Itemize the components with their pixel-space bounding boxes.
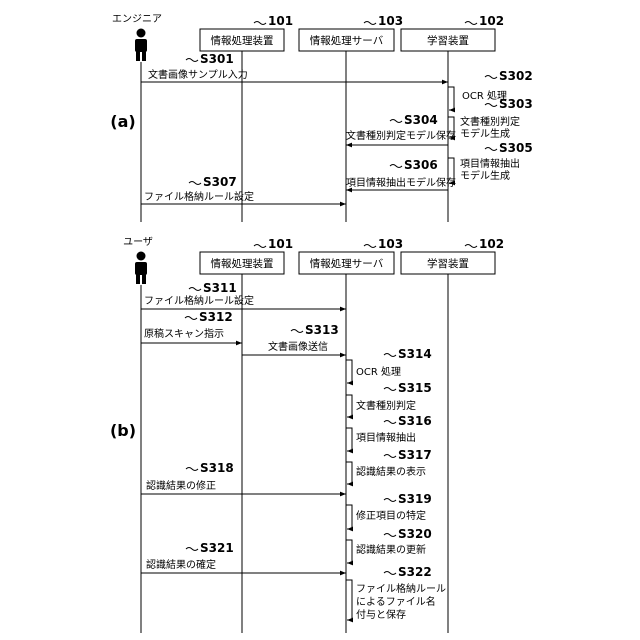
s322-id: S322 bbox=[398, 565, 432, 579]
a-p102-ref: 102 bbox=[479, 14, 504, 28]
s304-label: 文書種別判定モデル保存 bbox=[346, 129, 456, 142]
s305-ref-mark bbox=[485, 148, 497, 151]
s320-ref-mark bbox=[384, 534, 396, 537]
s318-id: S318 bbox=[200, 461, 234, 475]
b-p102-label: 学習装置 bbox=[427, 257, 469, 270]
s317-id: S317 bbox=[398, 448, 432, 462]
s312-id: S312 bbox=[199, 310, 233, 324]
s320-label: 認識結果の更新 bbox=[356, 543, 426, 556]
s316-ref-mark bbox=[384, 421, 396, 424]
a-p101-ref-mark bbox=[254, 22, 266, 25]
s302-id: S302 bbox=[499, 69, 533, 83]
s311-ref-mark bbox=[189, 288, 201, 291]
s303-label: モデル生成 bbox=[460, 127, 510, 140]
actor-engineer-icon bbox=[135, 29, 147, 62]
s321-label: 認識結果の確定 bbox=[146, 558, 216, 571]
s317-ref-mark bbox=[384, 455, 396, 458]
s322-label: 付与と保存 bbox=[356, 608, 406, 621]
s319-loop bbox=[346, 505, 352, 529]
s306-id: S306 bbox=[404, 158, 438, 172]
s314-id: S314 bbox=[398, 347, 432, 361]
s307-label: ファイル格納ルール設定 bbox=[144, 190, 254, 203]
a-p101-label: 情報処理装置 bbox=[211, 34, 274, 47]
s304-id: S304 bbox=[404, 113, 438, 127]
s317-loop bbox=[346, 462, 352, 484]
s317-label: 認識結果の表示 bbox=[356, 465, 426, 478]
b-p102-ref-mark bbox=[465, 245, 477, 248]
s313-ref-mark bbox=[291, 330, 303, 333]
s311-label: ファイル格納ルール設定 bbox=[144, 294, 254, 307]
actor-user-label: ユーザ bbox=[123, 236, 153, 248]
s315-label: 文書種別判定 bbox=[356, 399, 416, 412]
b-p101-ref-mark bbox=[254, 245, 266, 248]
actor-engineer-label: エンジニア bbox=[112, 14, 162, 25]
b-p101-ref: 101 bbox=[268, 237, 293, 251]
s301-ref-mark bbox=[186, 59, 198, 62]
s322-loop bbox=[346, 580, 352, 620]
s314-label: OCR 処理 bbox=[356, 365, 401, 378]
s319-label: 修正項目の特定 bbox=[356, 509, 426, 522]
panel-a-label: (a) bbox=[110, 112, 135, 131]
a-p101-ref: 101 bbox=[268, 14, 293, 28]
s316-label: 項目情報抽出 bbox=[356, 431, 416, 444]
s307-id: S307 bbox=[203, 175, 237, 189]
s303-id: S303 bbox=[499, 97, 533, 111]
s301-id: S301 bbox=[200, 52, 234, 66]
s303-ref-mark bbox=[485, 104, 497, 107]
s318-ref-mark bbox=[186, 468, 198, 471]
s305-label: 項目情報抽出 bbox=[460, 157, 520, 170]
a-p103-ref: 103 bbox=[378, 14, 403, 28]
s306-label: 項目情報抽出モデル保存 bbox=[346, 176, 456, 189]
s315-id: S315 bbox=[398, 381, 432, 395]
b-p103-label: 情報処理サーバ bbox=[310, 257, 384, 270]
s302-ref-mark bbox=[485, 76, 497, 79]
s313-label: 文書画像送信 bbox=[268, 340, 328, 353]
s321-id: S321 bbox=[200, 541, 234, 555]
b-p103-ref-mark bbox=[364, 245, 376, 248]
s302-loop bbox=[448, 87, 454, 110]
s314-ref-mark bbox=[384, 354, 396, 357]
s319-id: S319 bbox=[398, 492, 432, 506]
a-p102-ref-mark bbox=[465, 22, 477, 25]
s316-id: S316 bbox=[398, 414, 432, 428]
a-p103-label: 情報処理サーバ bbox=[310, 34, 384, 47]
s322-ref-mark bbox=[384, 572, 396, 575]
s312-label: 原稿スキャン指示 bbox=[144, 327, 224, 340]
s315-ref-mark bbox=[384, 388, 396, 391]
s314-loop bbox=[346, 360, 352, 383]
panel-b-label: (b) bbox=[110, 421, 136, 440]
s320-loop bbox=[346, 540, 352, 563]
s307-ref-mark bbox=[189, 182, 201, 185]
s315-loop bbox=[346, 395, 352, 417]
s320-id: S320 bbox=[398, 527, 432, 541]
s313-id: S313 bbox=[305, 323, 339, 337]
s321-ref-mark bbox=[186, 548, 198, 551]
s316-loop bbox=[346, 428, 352, 451]
s306-ref-mark bbox=[390, 165, 402, 168]
s303-label: 文書種別判定 bbox=[460, 115, 520, 128]
a-p103-ref-mark bbox=[364, 22, 376, 25]
b-p103-ref: 103 bbox=[378, 237, 403, 251]
s322-label: によるファイル名 bbox=[356, 595, 436, 608]
a-p102-label: 学習装置 bbox=[427, 34, 469, 47]
s322-label: ファイル格納ルール bbox=[356, 582, 446, 595]
b-p101-label: 情報処理装置 bbox=[211, 257, 274, 270]
s312-ref-mark bbox=[185, 317, 197, 320]
s304-ref-mark bbox=[390, 120, 402, 123]
s311-id: S311 bbox=[203, 281, 237, 295]
actor-user-icon bbox=[135, 252, 147, 285]
s305-label: モデル生成 bbox=[460, 169, 510, 182]
s305-id: S305 bbox=[499, 141, 533, 155]
s319-ref-mark bbox=[384, 499, 396, 502]
s318-label: 認識結果の修正 bbox=[146, 479, 216, 492]
s301-label: 文書画像サンプル入力 bbox=[148, 68, 248, 81]
b-p102-ref: 102 bbox=[479, 237, 504, 251]
